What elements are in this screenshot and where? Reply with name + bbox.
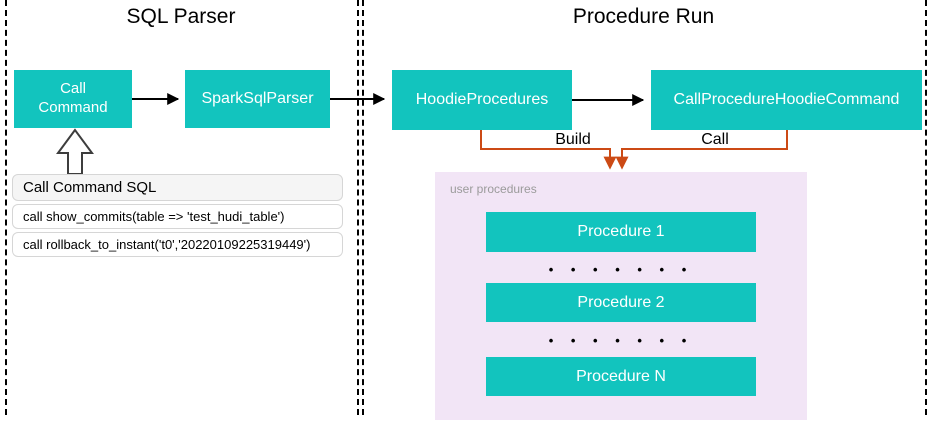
call-edge [615, 130, 788, 170]
sql-example-row: call rollback_to_instant('t0','202201092… [12, 232, 343, 257]
build-edge-label: Build [555, 131, 591, 148]
sql-parser-title: SQL Parser [126, 5, 236, 28]
node-hoodie-procedures: HoodieProcedures [392, 70, 572, 130]
ellipsis-dots: • • • • • • • [548, 262, 694, 277]
ellipsis-dots: • • • • • • • [548, 333, 694, 348]
procedure-run-title: Procedure Run [572, 5, 715, 28]
user-procedures-label: user procedures [450, 182, 537, 196]
section-procedure-run [362, 0, 927, 415]
node-call-procedure-hoodie-command: CallProcedureHoodieCommand [651, 70, 922, 130]
sql-panel-header: Call Command SQL [12, 174, 343, 201]
procedure-1-box: Procedure 1 [486, 212, 756, 252]
node-spark-sql-parser: SparkSqlParser [185, 70, 330, 128]
section-sql-parser [5, 0, 359, 415]
procedure-2-box: Procedure 2 [486, 283, 756, 322]
user-procedures-container: user procedures Procedure 1 • • • • • • … [435, 172, 807, 420]
call-command-sql-panel: Call Command SQL call show_commits(table… [12, 174, 343, 257]
hollow-up-arrow [56, 128, 94, 175]
procedure-n-box: Procedure N [486, 357, 756, 396]
node-call-command: Call Command [14, 70, 132, 128]
sql-example-row: call show_commits(table => 'test_hudi_ta… [12, 204, 343, 229]
call-edge-label: Call [701, 131, 729, 148]
build-edge [480, 130, 617, 170]
